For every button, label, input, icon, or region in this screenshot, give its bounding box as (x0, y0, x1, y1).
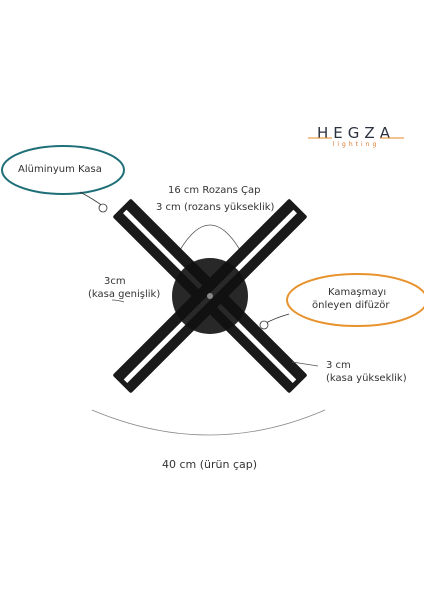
case-height-label: (kasa yükseklik) (326, 373, 407, 384)
brand-subtitle: lighting (332, 141, 380, 148)
brand-name: HEGZA (317, 124, 395, 142)
diffuser-bubble (286, 273, 424, 327)
diffuser-label-line2: önleyen difüzör (312, 300, 390, 311)
product-diameter-arc (91, 409, 326, 436)
diffuser-pointer (263, 313, 290, 325)
rosette-diameter-label: 16 cm Rozans Çap (168, 185, 261, 196)
brand-logo: HEGZA lighting (304, 124, 408, 148)
case-width-label: (kasa genişlik) (88, 289, 161, 300)
case-marker (98, 203, 108, 213)
case-width-guide (111, 299, 125, 303)
rosette-arc (179, 224, 241, 251)
rosette-center (207, 293, 213, 299)
diffuser-marker (259, 320, 269, 330)
rosette-height-label: 3 cm (rozans yükseklik) (156, 202, 275, 213)
diffuser-label-line1: Kamaşmayı (328, 287, 387, 298)
case-width-value: 3cm (104, 276, 126, 287)
aluminum-case-label: Alüminyum Kasa (18, 164, 102, 175)
product-diameter-label: 40 cm (ürün çap) (162, 458, 258, 471)
case-height-guide (291, 361, 319, 367)
case-height-value: 3 cm (326, 360, 351, 371)
aluminum-case-bubble (1, 145, 125, 195)
